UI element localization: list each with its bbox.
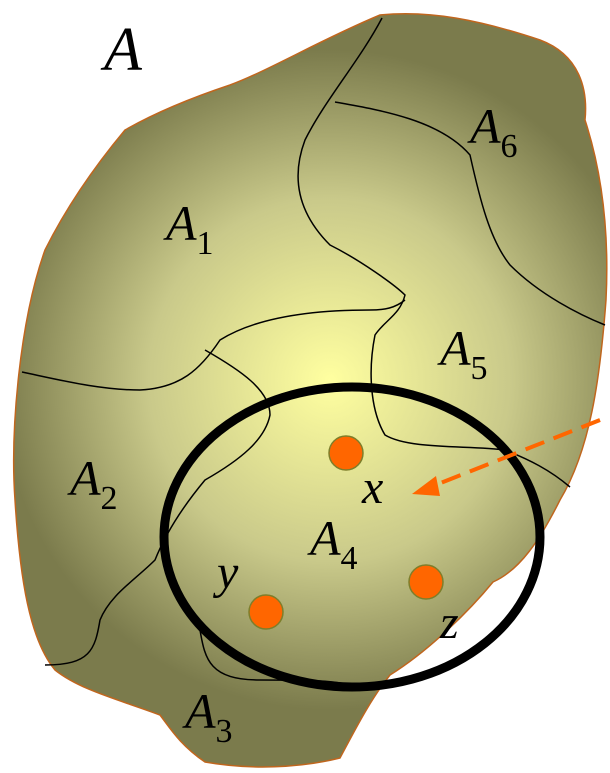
point-x-dot <box>328 435 364 471</box>
set-label: A <box>100 16 143 84</box>
boundary-a1-a6 <box>297 17 571 488</box>
neighborhood-circle <box>159 382 545 692</box>
arrowhead-icon <box>412 476 440 496</box>
region-label-a1: A1 <box>163 195 214 262</box>
region-label-a4: A4 <box>307 510 358 577</box>
point-label-y: y <box>212 546 239 599</box>
region-label-a6: A6 <box>467 98 518 165</box>
region-label-a2: A2 <box>67 450 118 517</box>
point-z-dot <box>408 564 444 600</box>
point-label-z: z <box>439 596 459 649</box>
boundary-a1-a2 <box>21 299 406 391</box>
region-label-a3: A3 <box>182 683 233 750</box>
point-y-dot <box>248 594 284 630</box>
boundary-a6 <box>334 101 606 326</box>
point-label-x: x <box>361 461 383 514</box>
dashed-arrow <box>412 418 601 496</box>
region-label-a5: A5 <box>437 320 488 387</box>
